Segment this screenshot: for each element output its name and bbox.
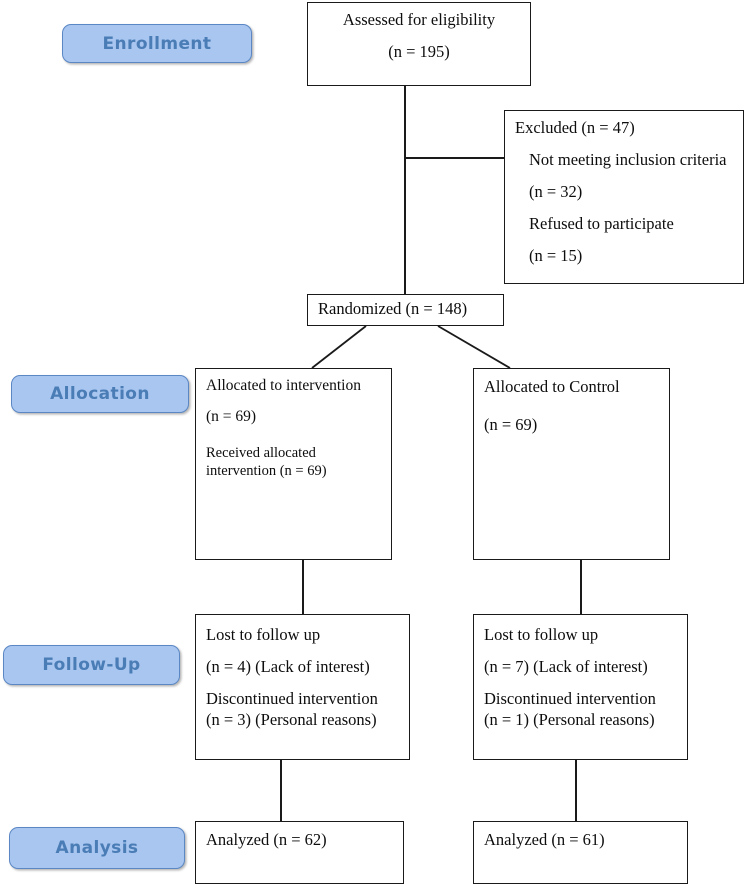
- alloc-int-line-3: Received allocated: [206, 444, 316, 461]
- fu-int-line-3: Discontinued intervention: [206, 689, 378, 709]
- excluded-line-2: Not meeting inclusion criteria: [529, 150, 727, 170]
- stage-label-allocation-text: Allocation: [50, 384, 150, 404]
- box-analyzed-control: Analyzed (n = 61): [473, 821, 688, 884]
- stage-label-followup-text: Follow-Up: [42, 655, 141, 675]
- box-allocated-to-intervention: Allocated to intervention (n = 69) Recei…: [195, 368, 392, 560]
- box-followup-control: Lost to follow up (n = 7) (Lack of inter…: [473, 614, 688, 760]
- excluded-line-4: Refused to participate: [529, 214, 674, 234]
- excluded-line-1: Excluded (n = 47): [515, 118, 635, 137]
- box-assessed-for-eligibility: Assessed for eligibility (n = 195): [307, 2, 531, 86]
- connector-followup-to-analyzed-control: [575, 760, 577, 821]
- alloc-int-line-1: Allocated to intervention: [206, 377, 361, 394]
- box-randomized: Randomized (n = 148): [307, 294, 504, 326]
- alloc-ctl-line-1: Allocated to Control: [484, 377, 620, 396]
- randomized-line-1: Randomized (n = 148): [318, 299, 468, 318]
- alloc-int-line-4: intervention (n = 69): [206, 463, 327, 480]
- excluded-line-5: (n = 15): [529, 246, 583, 266]
- stage-label-followup: Follow-Up: [3, 645, 180, 685]
- stage-label-enrollment: Enrollment: [62, 24, 252, 63]
- connector-intervention-to-followup: [302, 560, 304, 614]
- alloc-ctl-line-2: (n = 69): [484, 415, 538, 435]
- fu-int-line-4: (n = 3) (Personal reasons): [206, 710, 377, 730]
- box-excluded: Excluded (n = 47) Not meeting inclusion …: [504, 110, 744, 284]
- box-followup-intervention: Lost to follow up (n = 4) (Lack of inter…: [195, 614, 410, 760]
- fu-int-line-1: Lost to follow up: [206, 625, 321, 644]
- fu-int-line-2: (n = 4) (Lack of interest): [206, 657, 370, 677]
- box-analyzed-intervention: Analyzed (n = 62): [195, 821, 404, 884]
- assessed-line-1: Assessed for eligibility: [342, 10, 496, 29]
- stage-label-analysis-text: Analysis: [55, 838, 139, 858]
- fu-ctl-line-2: (n = 7) (Lack of interest): [484, 657, 648, 677]
- connector-randomized-to-intervention: [311, 325, 367, 369]
- assessed-line-2: (n = 195): [388, 42, 450, 62]
- connector-randomized-to-control: [437, 325, 511, 369]
- analyzed-ctl-line-1: Analyzed (n = 61): [484, 830, 605, 849]
- connector-followup-to-analyzed-intervention: [280, 760, 282, 821]
- alloc-int-line-2: (n = 69): [206, 407, 257, 425]
- analyzed-int-line-1: Analyzed (n = 62): [206, 830, 327, 849]
- stage-label-analysis: Analysis: [9, 827, 185, 869]
- box-allocated-to-control: Allocated to Control (n = 69): [473, 368, 670, 560]
- excluded-line-3: (n = 32): [529, 182, 583, 202]
- connector-assessed-to-excluded: [404, 157, 505, 159]
- fu-ctl-line-4: (n = 1) (Personal reasons): [484, 710, 655, 730]
- stage-label-enrollment-text: Enrollment: [102, 33, 212, 54]
- connector-control-to-followup: [580, 560, 582, 614]
- connector-assessed-to-randomized: [404, 85, 406, 294]
- fu-ctl-line-3: Discontinued intervention: [484, 689, 656, 709]
- stage-label-allocation: Allocation: [11, 375, 189, 413]
- fu-ctl-line-1: Lost to follow up: [484, 625, 599, 644]
